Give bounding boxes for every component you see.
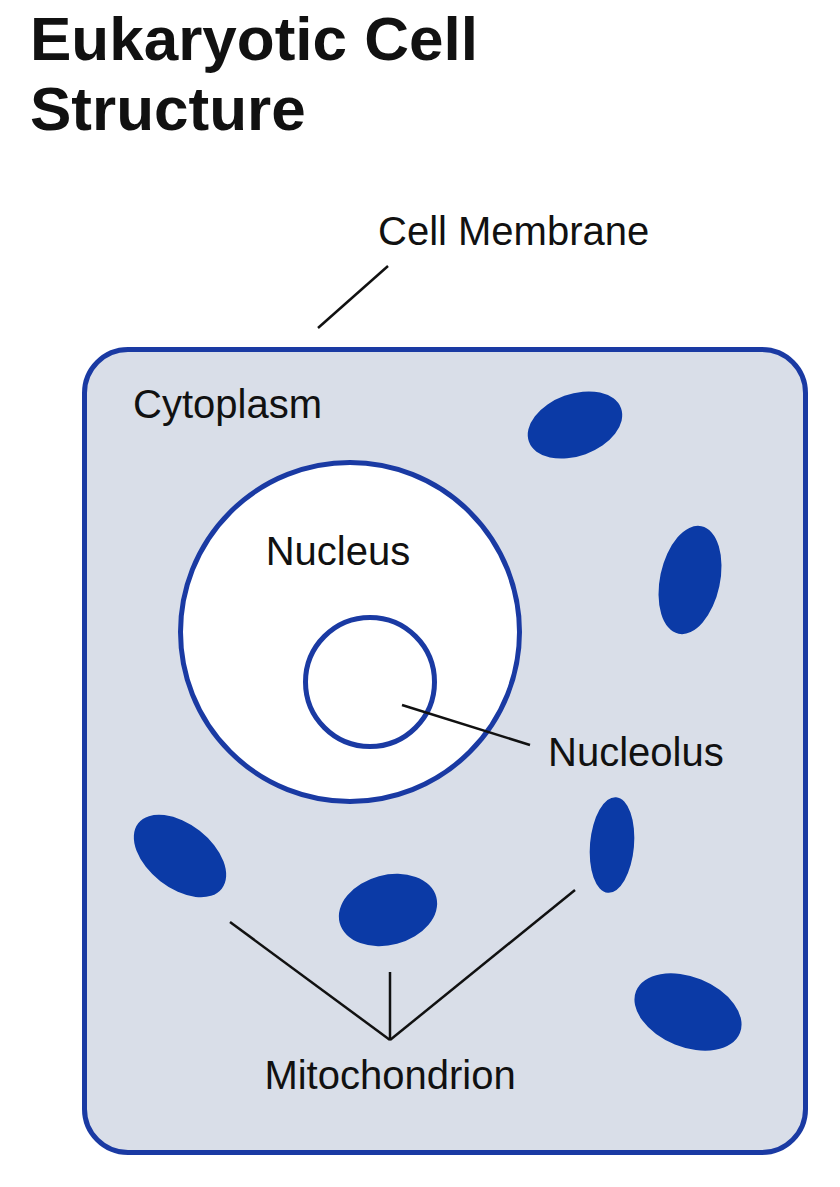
leader-line: [402, 705, 530, 745]
mitochondrion-shape: [119, 798, 242, 914]
diagram-title: Eukaryotic Cell Structure: [30, 4, 590, 144]
nucleolus-label: Nucleolus: [548, 728, 724, 776]
cell-box: Cell MembraneCytoplasmNucleusNucleolus: [82, 347, 808, 1155]
leader-line: [318, 266, 388, 328]
mitochondrion-shape: [649, 520, 731, 640]
nucleus-circle: NucleusNucleolus: [178, 460, 522, 804]
mitochondrion-shape: [586, 795, 638, 894]
mitochondrion-shape: [331, 863, 446, 956]
leader-line: [389, 972, 392, 1040]
nucleolus-circle: Nucleolus: [303, 615, 437, 749]
nucleus-label: Nucleus: [171, 527, 505, 575]
leader-line: [230, 922, 390, 1040]
leader-line: [390, 890, 575, 1040]
mitochondria: [119, 379, 753, 1065]
membrane-label: Cell Membrane: [378, 207, 649, 255]
cytoplasm-label: Cytoplasm: [133, 380, 322, 428]
mitochondrion-label: Mitochondrion: [190, 1051, 590, 1099]
leader-lines: [230, 266, 575, 1040]
mitochondrion-shape: [518, 379, 631, 471]
mitochondrion-shape: [623, 959, 753, 1066]
